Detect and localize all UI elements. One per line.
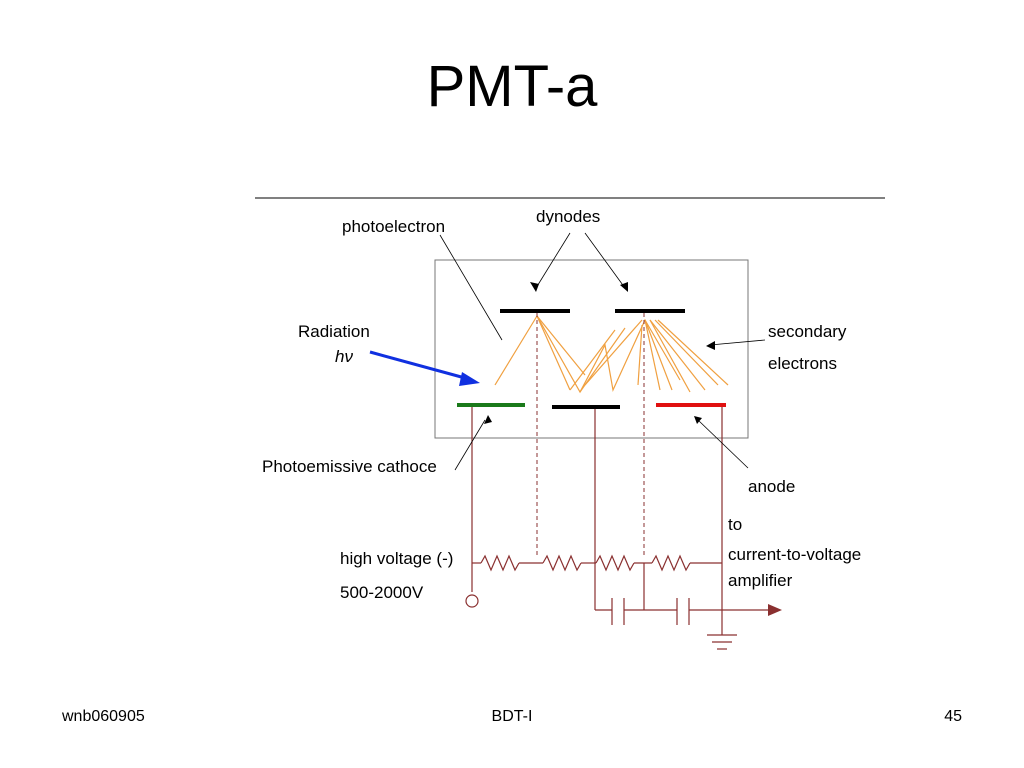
label-current-to-voltage: current-to-voltage [728,545,861,564]
label-amplifier: amplifier [728,571,793,590]
label-radiation: Radiation [298,322,370,341]
label-photoelectron: photoelectron [342,217,445,236]
label-secondary: secondary [768,322,847,341]
footer-center: BDT-I [491,708,533,725]
label-high-voltage: high voltage (-) [340,549,453,568]
electron-paths [494,314,729,394]
output-arrowhead [768,604,782,616]
label-anode: anode [748,477,795,496]
footer-left: wnb060905 [62,708,145,725]
leader-lines [439,232,766,471]
label-voltage-range: 500-2000V [340,583,424,602]
circuit [465,407,770,650]
radiation-arrowhead [459,372,480,386]
label-to: to [728,515,742,534]
label-hv: hν [335,347,353,366]
footer-right: 45 [944,708,962,725]
label-dynodes: dynodes [536,207,600,226]
label-cathode: Photoemissive cathoce [262,457,437,476]
label-electrons: electrons [768,354,837,373]
leader-arrowheads [484,282,715,424]
pmt-diagram: photoelectron dynodes Radiation hν secon… [255,197,885,650]
slide-title: PMT-a [426,54,598,119]
radiation-arrow [369,350,466,380]
tube-box [434,259,749,439]
